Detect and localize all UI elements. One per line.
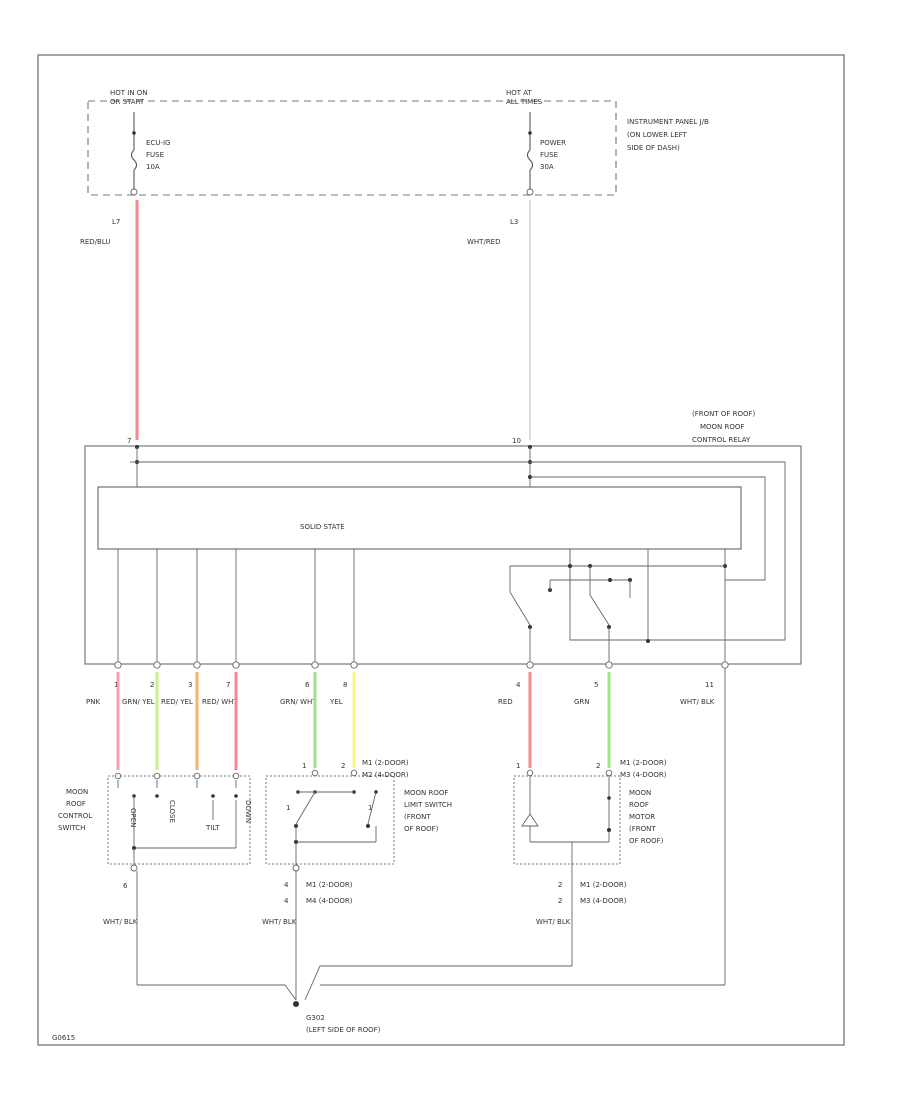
svg-text:WHT/ BLK: WHT/ BLK — [680, 698, 715, 706]
svg-text:(ON LOWER LEFT: (ON LOWER LEFT — [627, 131, 688, 139]
svg-text:MOON ROOF: MOON ROOF — [700, 423, 744, 431]
svg-text:LIMIT SWITCH: LIMIT SWITCH — [404, 801, 452, 809]
svg-text:2: 2 — [341, 762, 345, 770]
svg-text:4: 4 — [284, 897, 289, 905]
relay-label: (FRONT OF ROOF) MOON ROOF CONTROL RELAY — [692, 410, 756, 444]
svg-text:M1 (2-DOOR): M1 (2-DOOR) — [580, 881, 627, 889]
svg-text:1: 1 — [302, 762, 306, 770]
svg-text:2: 2 — [558, 881, 562, 889]
svg-text:3: 3 — [188, 681, 192, 689]
fuse-ecu-ig: HOT IN ON OR START ECU-IG FUSE 10A L7 RE… — [80, 89, 170, 246]
svg-text:HOT IN ON: HOT IN ON — [110, 89, 148, 97]
control-relay-box — [84, 445, 802, 665]
svg-text:1: 1 — [286, 804, 290, 812]
ground-g302: G302 (LEFT SIDE OF ROOF) — [137, 984, 725, 1034]
svg-text:RED/ WHT: RED/ WHT — [202, 698, 238, 706]
svg-text:OPEN: OPEN — [129, 808, 137, 827]
svg-text:YEL: YEL — [329, 698, 343, 706]
svg-text:2: 2 — [150, 681, 154, 689]
svg-text:30A: 30A — [540, 163, 554, 171]
svg-text:PNK: PNK — [86, 698, 100, 706]
harness-wires — [116, 668, 726, 985]
moon-roof-motor: 1 2 M1 (2-DOOR) M3 (4-DOOR) MOON ROOF MO… — [304, 759, 667, 1001]
svg-text:M3 (4-DOOR): M3 (4-DOOR) — [580, 897, 627, 905]
svg-text:(LEFT SIDE OF ROOF): (LEFT SIDE OF ROOF) — [306, 1026, 381, 1034]
svg-text:MOON ROOF: MOON ROOF — [404, 789, 448, 797]
svg-text:ECU-IG: ECU-IG — [146, 139, 170, 147]
svg-text:WHT/ BLK: WHT/ BLK — [262, 918, 297, 926]
svg-text:4: 4 — [284, 881, 289, 889]
svg-text:MOON: MOON — [629, 789, 651, 797]
svg-text:M1 (2-DOOR): M1 (2-DOOR) — [306, 881, 353, 889]
solid-state-label: SOLID STATE — [300, 523, 345, 531]
svg-text:11: 11 — [705, 681, 714, 689]
svg-text:5: 5 — [594, 681, 598, 689]
svg-text:OR START: OR START — [110, 98, 145, 106]
fuse-power: HOT AT ALL TIMES POWER FUSE 30A L3 WHT/R… — [467, 89, 566, 246]
svg-text:M1 (2-DOOR): M1 (2-DOOR) — [362, 759, 409, 767]
svg-text:M2 (4-DOOR): M2 (4-DOOR) — [362, 771, 409, 779]
svg-text:WHT/ BLK: WHT/ BLK — [536, 918, 571, 926]
svg-text:1: 1 — [368, 804, 372, 812]
svg-text:GRN: GRN — [574, 698, 590, 706]
svg-text:OF ROOF): OF ROOF) — [404, 825, 439, 833]
svg-text:ROOF: ROOF — [66, 800, 86, 808]
junction-block-label: INSTRUMENT PANEL J/B (ON LOWER LEFT SIDE… — [627, 118, 709, 152]
svg-text:(FRONT: (FRONT — [404, 813, 431, 821]
svg-text:POWER: POWER — [540, 139, 566, 147]
svg-text:8: 8 — [343, 681, 347, 689]
svg-text:ALL TIMES: ALL TIMES — [506, 98, 543, 106]
svg-text:M4 (4-DOOR): M4 (4-DOOR) — [306, 897, 353, 905]
svg-text:1: 1 — [516, 762, 520, 770]
figure-id: G0615 — [52, 1034, 75, 1042]
svg-text:WHT/ BLK: WHT/ BLK — [103, 918, 138, 926]
svg-text:MOON: MOON — [66, 788, 88, 796]
svg-text:CONTROL: CONTROL — [58, 812, 92, 820]
svg-text:OF ROOF): OF ROOF) — [629, 837, 664, 845]
svg-text:10A: 10A — [146, 163, 160, 171]
relay-pin-10: 10 — [512, 437, 521, 445]
svg-text:SWITCH: SWITCH — [58, 824, 85, 832]
svg-text:FUSE: FUSE — [146, 151, 164, 159]
relay-internal-wiring: SOLID STATE — [97, 445, 786, 662]
svg-text:(FRONT OF ROOF): (FRONT OF ROOF) — [692, 410, 756, 418]
relay-pin-7: 7 — [127, 437, 131, 445]
svg-text:TILT: TILT — [205, 824, 220, 832]
svg-text:6: 6 — [123, 882, 128, 890]
svg-text:INSTRUMENT PANEL J/B: INSTRUMENT PANEL J/B — [627, 118, 709, 126]
diagram-frame — [37, 54, 845, 1046]
svg-text:GRN/ WHT: GRN/ WHT — [280, 698, 317, 706]
svg-text:6: 6 — [305, 681, 310, 689]
moon-roof-limit-switch: 1 2 M1 (2-DOOR) M2 (4-DOOR) 1 1 MOON ROO… — [262, 759, 452, 1000]
svg-text:MOTOR: MOTOR — [629, 813, 655, 821]
moon-roof-control-switch: OPEN CLOSE TILT DOWN MOON ROOF CONTROL S… — [58, 772, 252, 985]
svg-text:7: 7 — [226, 681, 230, 689]
svg-text:WHT/RED: WHT/RED — [467, 238, 501, 246]
svg-text:RED: RED — [498, 698, 513, 706]
svg-text:1: 1 — [114, 681, 118, 689]
svg-text:ROOF: ROOF — [629, 801, 649, 809]
svg-text:CLOSE: CLOSE — [168, 800, 176, 823]
svg-text:RED/ YEL: RED/ YEL — [161, 698, 193, 706]
svg-text:2: 2 — [558, 897, 562, 905]
svg-text:M3 (4-DOOR): M3 (4-DOOR) — [620, 771, 667, 779]
svg-text:M1 (2-DOOR): M1 (2-DOOR) — [620, 759, 667, 767]
svg-text:RED/BLU: RED/BLU — [80, 238, 111, 246]
svg-text:(FRONT: (FRONT — [629, 825, 656, 833]
svg-text:4: 4 — [516, 681, 521, 689]
svg-text:HOT AT: HOT AT — [506, 89, 533, 97]
svg-text:L7: L7 — [112, 218, 120, 226]
junction-block-outline — [87, 100, 617, 196]
svg-text:2: 2 — [596, 762, 600, 770]
svg-text:DOWN: DOWN — [244, 800, 252, 823]
svg-text:G302: G302 — [306, 1014, 325, 1022]
svg-text:GRN/ YEL: GRN/ YEL — [122, 698, 155, 706]
svg-text:FUSE: FUSE — [540, 151, 558, 159]
svg-text:SIDE OF DASH): SIDE OF DASH) — [627, 144, 680, 152]
svg-text:CONTROL RELAY: CONTROL RELAY — [692, 436, 751, 444]
svg-text:L3: L3 — [510, 218, 518, 226]
relay-bottom-pins: 1 2 3 7 6 8 4 5 11 PNK GRN/ YEL RED/ YEL… — [86, 661, 729, 706]
